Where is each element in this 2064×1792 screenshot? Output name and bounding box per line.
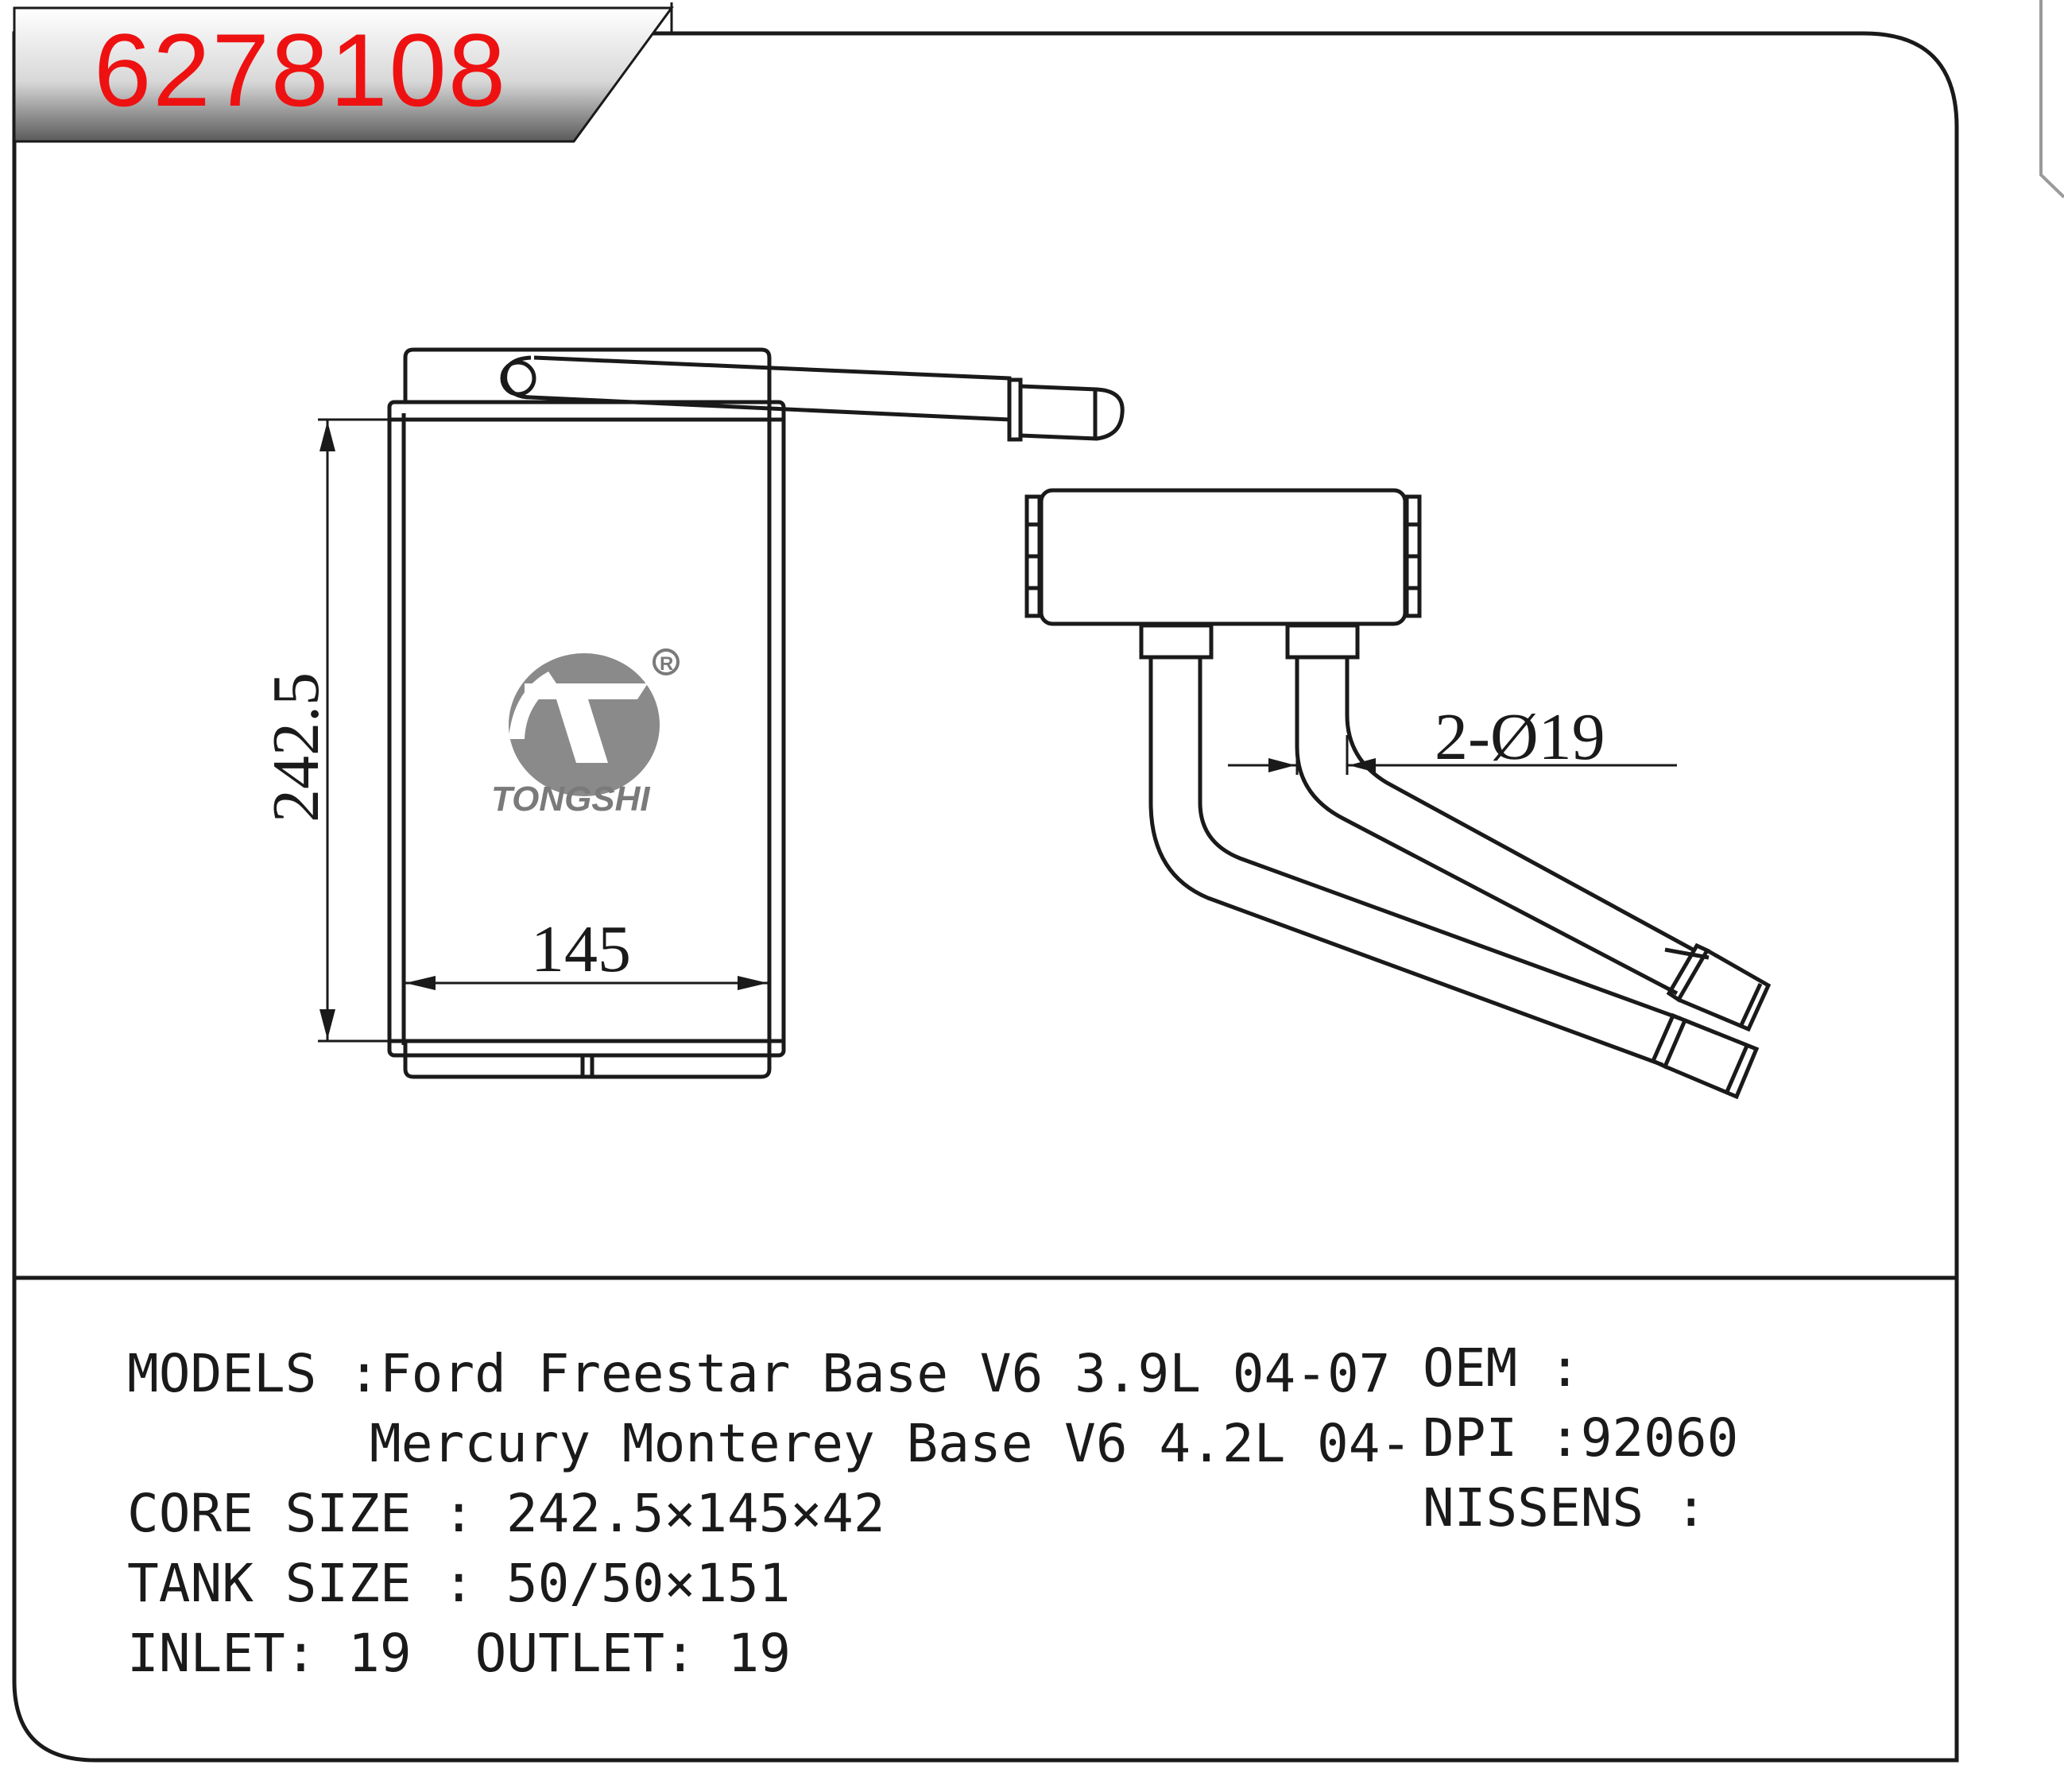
- logo-brand-text: TONGSHI: [491, 780, 650, 819]
- dpi-label: DPI :: [1423, 1407, 1581, 1469]
- part-number-badge: [13, 6, 674, 143]
- pipe-clamp-top: [1007, 377, 1023, 442]
- core-size-line: CORE SIZE : 242.5×145×42: [127, 1479, 1367, 1549]
- core-body: [387, 400, 786, 1058]
- tank-size-line: TANK SIZE : 50/50×151: [127, 1549, 1367, 1619]
- inlet-label: INLET:: [127, 1623, 349, 1684]
- outlet-value: 19: [727, 1623, 792, 1684]
- dim-pipe-label: 2-Ø19: [1435, 700, 1605, 774]
- outlet-label: OUTLET:: [474, 1623, 728, 1684]
- dpi-value: 92060: [1580, 1407, 1739, 1469]
- spec-panel: MODELS :Ford Freestar Base V6 3.9L 04-07…: [127, 1339, 1411, 1689]
- side-tank: [1039, 488, 1408, 626]
- models-label: MODELS :: [127, 1343, 380, 1404]
- edge-mark: [2039, 0, 2064, 199]
- oem-line: OEM :: [1423, 1333, 1979, 1403]
- dpi-line: DPI :92060: [1423, 1403, 1979, 1473]
- front-view: [387, 347, 1125, 1079]
- models-value-2: Mercury Monterey Base V6 4.2L 04-: [370, 1413, 1412, 1474]
- part-number: 6278108: [94, 12, 508, 128]
- registered-mark-icon: [653, 648, 680, 675]
- brand-logo: R TONGSHI: [491, 648, 680, 819]
- dimension-lines-front: [318, 418, 769, 1043]
- tank-size-value: 50/50×151: [505, 1553, 791, 1614]
- models-line-1: MODELS :Ford Freestar Base V6 3.9L 04-07: [127, 1339, 1390, 1409]
- core-size-value: 242.5×145×42: [505, 1483, 885, 1544]
- registered-letter: R: [660, 653, 673, 675]
- pipe-clamp-left: [1650, 1012, 1688, 1070]
- nissens-label: NISSENS :: [1423, 1477, 1707, 1538]
- pipe-left: [1148, 657, 1663, 1067]
- top-tank: [403, 347, 772, 421]
- reference-panel: OEM : DPI :92060 NISSENS :: [1423, 1333, 1979, 1543]
- models-line-2: Mercury Monterey Base V6 4.2L 04-: [127, 1409, 1411, 1479]
- inlet-value: 19: [348, 1623, 412, 1684]
- outer-frame: [12, 31, 1959, 1763]
- top-pipe: [503, 355, 1012, 422]
- tank-size-label: TANK SIZE :: [127, 1553, 506, 1614]
- nissens-line: NISSENS :: [1423, 1473, 1979, 1543]
- oem-label: OEM :: [1423, 1337, 1581, 1399]
- dim-width-label: 145: [531, 912, 631, 986]
- dimension-lines-side: [1228, 735, 1677, 775]
- side-view: [1024, 488, 1772, 1100]
- dim-height-label: 242.5: [259, 672, 333, 822]
- bottom-tank: [403, 1041, 772, 1079]
- models-value-1: Ford Freestar Base V6 3.9L 04-07: [379, 1343, 1391, 1404]
- core-size-label: CORE SIZE :: [127, 1483, 506, 1544]
